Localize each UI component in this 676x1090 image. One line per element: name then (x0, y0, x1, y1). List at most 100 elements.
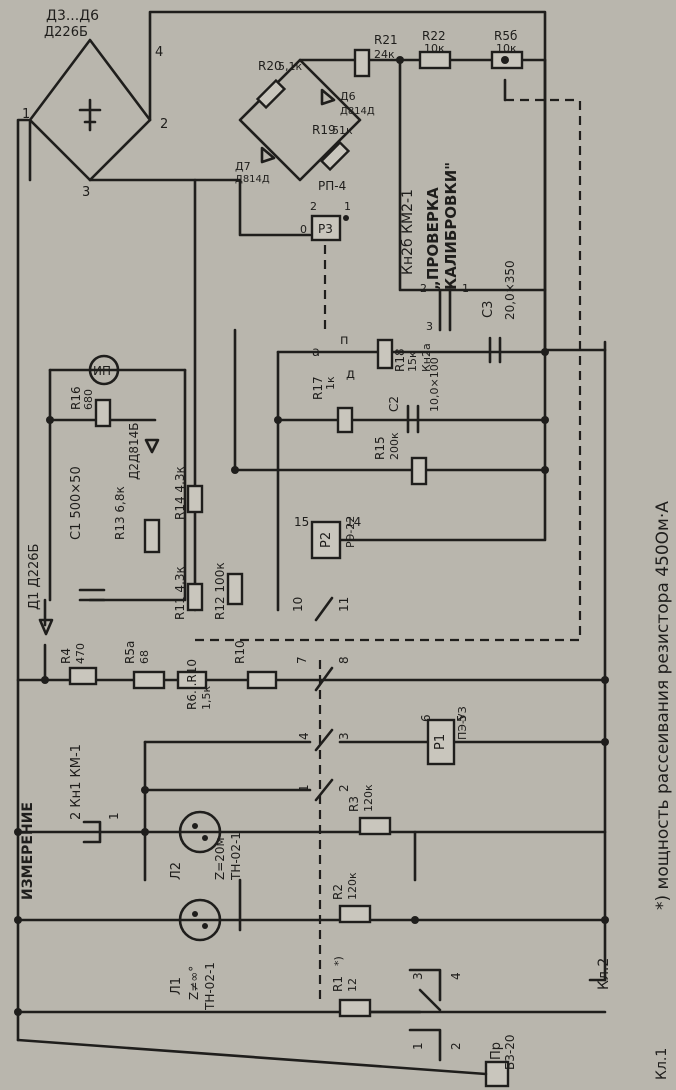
diode-bridge: Д3...Д6 Д226Б 2 3 4 1 (22, 8, 168, 200)
r21-value: 24к (374, 48, 395, 61)
c3-value: 20,0×350 (503, 260, 517, 320)
r21-resistor (353, 48, 371, 78)
lamps: Л2 Z=20м ТН-02-1 Л1 Z≠∞° ТН-02-1 (169, 810, 243, 1011)
sw-pin-2: 2 (449, 1042, 463, 1050)
p3-label: Р3 (318, 222, 333, 236)
r3-resistor (358, 816, 392, 836)
bridge-label: Д3...Д6 (46, 8, 99, 24)
r5b-value: 10к (496, 42, 517, 55)
proverka-label: „ПРОВЕРКА (424, 187, 442, 290)
r4-resistor (68, 666, 98, 686)
p1-type: ПЭ-УЗ (456, 706, 469, 740)
wiring (16, 10, 607, 1042)
r22-value: 10к (424, 42, 445, 55)
bridge-node-2: 2 (160, 117, 168, 132)
kl2-terminal: Кл.2 (596, 958, 612, 990)
mid-resistors: R14 4,3к R11 4,3к R12 100к (173, 466, 244, 620)
pin-10: 10 (291, 597, 305, 612)
junction-dots (14, 56, 609, 1016)
p3-pin-2: 2 (310, 200, 317, 213)
c3-label: С3 (481, 301, 496, 318)
r16-value: 680 (82, 389, 95, 410)
r1-value: 12 (346, 978, 359, 992)
r5a-resistor (132, 670, 166, 690)
r12-label: R12 100к (213, 562, 227, 620)
r20-resistor (255, 78, 287, 110)
relay-p2-coil (310, 520, 342, 560)
r11-label: R11 4,3к (173, 566, 187, 620)
switch-d: д (346, 367, 355, 382)
r5a-label: R5а (123, 641, 137, 664)
r6-r10-value: 1,5к (200, 686, 213, 710)
r11-resistor (186, 582, 204, 612)
r1-label: R1 (331, 976, 345, 992)
kn2b-pin-3: 3 (426, 320, 433, 333)
switch-contacts: 4 3 1 2 (297, 728, 351, 802)
p2-label: Р2 (319, 532, 334, 548)
top-resistors: R21 24к R22 10к R5б 10к (353, 29, 547, 292)
meter-block: ИП R16 680 С1 500×50 R13 6,8к Д2Д814Б (69, 354, 161, 602)
p3-pin-0: 0 (300, 223, 307, 236)
sw-pin-1: 1 (411, 1042, 425, 1050)
r2-label: R2 (331, 884, 345, 900)
r12-resistor (226, 572, 244, 606)
relay-p2: Р2 РЭ-22 15 14 10 11 (291, 515, 361, 622)
c1-label: С1 500×50 (69, 466, 84, 540)
r5b-label: R5б (494, 29, 517, 43)
r2-resistor (338, 904, 372, 924)
r14-resistor (186, 484, 204, 514)
l1-label: Л1 (169, 977, 184, 995)
l2-label: Л2 (169, 862, 184, 880)
contact-4: 4 (297, 732, 311, 740)
r13-label: R13 6,8к (113, 486, 127, 540)
bridge-node-3: 3 (82, 185, 90, 200)
range-switch: R18 15к Кн2а R17 1к а п д (311, 333, 433, 434)
r19-label: R19 (312, 123, 336, 137)
relay-p3 (310, 214, 342, 242)
dashed-links (195, 98, 582, 1000)
r13-resistor (143, 518, 161, 554)
r16-resistor (94, 398, 112, 428)
bridge-node-1: 1 (22, 107, 30, 122)
l1-value: Z≠∞° (187, 966, 201, 1000)
contact-2: 2 (337, 784, 351, 792)
r18-label: R18 (393, 348, 407, 372)
r14-label: R14 4,3к (173, 466, 187, 520)
d7-label: Д7 (235, 160, 251, 173)
r10-resistor (246, 670, 278, 690)
d1-diode (38, 618, 54, 636)
r4-value: 470 (74, 643, 87, 664)
meter-ip-label: ИП (93, 364, 111, 378)
d6-value: Д814Д (340, 106, 375, 117)
kn2b-switch: Кн2б КМ2-1 „ПРОВЕРКА КАЛИБРОВКИ" 2 1 3 (400, 162, 469, 333)
r20-label: R20 (258, 59, 282, 73)
lamp-l2 (178, 810, 222, 854)
r15-value: 200к (388, 432, 401, 460)
r2-value: 120к (346, 872, 359, 900)
kn1-button: ИЗМЕРЕНИЕ 2 Кн1 КМ-1 1 (20, 744, 121, 900)
p2-pin-14: 14 (346, 515, 361, 529)
l2-value: Z=20м (213, 837, 227, 880)
lower-resistors: R3 120к R2 120к R1 12 *) (331, 784, 392, 1018)
d2-diode (144, 438, 160, 454)
r5a-value: 68 (138, 650, 151, 664)
kn2b-label: Кн2б КМ2-1 (400, 189, 416, 275)
r10-label: R10 (233, 640, 247, 664)
p2-pin-15: 15 (294, 515, 309, 529)
r17-value: 1к (324, 376, 337, 390)
izm-label: ИЗМЕРЕНИЕ (20, 802, 36, 900)
kn2b-pin-2: 2 (420, 282, 427, 295)
r17-label: R17 (311, 376, 325, 400)
kn2b-pin-1: 1 (462, 282, 469, 295)
r15-label: R15 (373, 436, 387, 460)
kl1-terminal: Кл.1 (654, 1048, 670, 1080)
r22-label: R22 (422, 29, 446, 43)
r1-resistor (338, 998, 372, 1018)
pin-8: 8 (337, 656, 351, 664)
p1-label: Р1 (433, 734, 448, 750)
r19-value: 51к (332, 124, 353, 137)
rez22-label: РЭ-22 (344, 516, 357, 548)
r1-star: *) (332, 956, 345, 966)
r17-resistor (336, 406, 354, 434)
